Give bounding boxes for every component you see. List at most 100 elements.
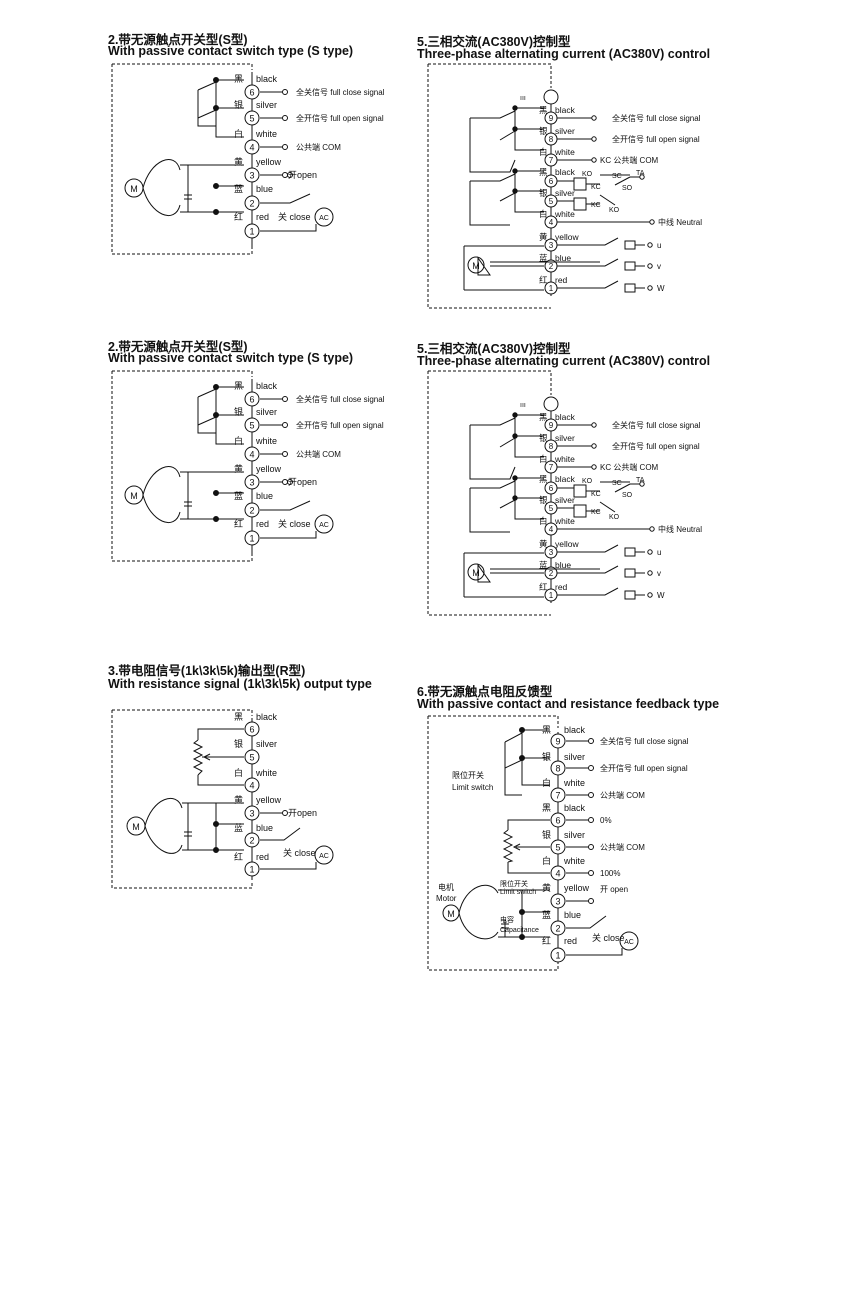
svg-text:关 close: 关 close [283,847,316,858]
terminal-4: 4 [244,139,260,155]
svg-text:5: 5 [549,197,554,206]
svg-text:红: 红 [234,211,243,222]
ac-source-icon [314,514,334,534]
svg-text:silver: silver [256,100,277,110]
svg-text:4: 4 [249,143,254,153]
terminal-top [543,89,559,105]
svg-text:红: 红 [542,935,551,946]
svg-text:Motor: Motor [436,894,457,903]
svg-text:黑: 黑 [542,725,551,735]
svg-text:红: 红 [539,582,548,592]
svg-text:red: red [256,519,269,529]
svg-text:AC: AC [624,939,634,946]
svg-text:全开信号 full open signal: 全开信号 full open signal [612,441,700,451]
svg-text:yellow: yellow [555,539,579,549]
svg-text:yellow: yellow [555,232,579,242]
svg-text:5: 5 [249,114,254,124]
svg-text:全关信号 full close signal: 全关信号 full close signal [612,420,701,430]
svg-text:白: 白 [539,147,548,157]
svg-text:silver: silver [564,830,585,840]
svg-text:M: M [472,261,480,271]
svg-text:黑: 黑 [234,712,243,722]
svg-text:6: 6 [249,395,254,405]
svg-text:全开信号 full open signal: 全开信号 full open signal [296,113,384,123]
svg-text:yellow: yellow [256,795,282,805]
svg-text:蓝: 蓝 [234,490,243,501]
svg-text:开 open: 开 open [600,885,628,894]
dashed-enclosure [111,63,253,255]
svg-text:黑: 黑 [539,412,548,422]
svg-text:电容: 电容 [500,915,514,924]
svg-text:5: 5 [555,843,560,853]
svg-text:7: 7 [549,463,554,472]
svg-text:蓝: 蓝 [539,560,548,570]
svg-text:2: 2 [249,199,254,209]
svg-text:white: white [563,778,585,788]
svg-text:SO: SO [622,185,633,192]
svg-text:yellow: yellow [256,464,282,474]
svg-text:6: 6 [249,88,254,98]
svg-text:black: black [555,167,576,177]
svg-text:3: 3 [555,897,560,907]
terminal-8: 8 [544,132,558,146]
svg-text:银: 银 [234,99,243,110]
terminal-4: 4 [550,865,566,881]
svg-text:黄: 黄 [234,156,243,167]
terminal-9: 9 [550,733,566,749]
svg-text:silver: silver [256,407,277,417]
svg-text:银: 银 [542,829,551,840]
svg-text:M: M [130,184,138,194]
f-title-cn: 6.带无源触点电阻反馈型 [417,685,553,699]
svg-text:6: 6 [249,725,254,735]
motor-icon [467,563,485,581]
svg-text:SC: SC [612,480,622,487]
svg-text:9: 9 [549,421,554,430]
svg-text:白: 白 [234,767,243,778]
svg-text:全关信号 full close signal: 全关信号 full close signal [296,87,385,97]
svg-text:黄: 黄 [234,794,243,805]
ac-source-icon [314,845,334,865]
terminal-1: 1 [244,861,260,877]
svg-text:SO: SO [622,492,633,499]
svg-text:SC: SC [612,173,622,180]
svg-text:red: red [256,852,269,862]
svg-text:KC: KC [591,184,601,191]
svg-text:6: 6 [549,484,554,493]
svg-text:黑: 黑 [234,381,243,391]
svg-text:公共端 COM: 公共端 COM [600,790,645,800]
svg-text:2: 2 [249,836,254,846]
svg-text:黑: 黑 [539,167,548,177]
svg-text:蓝: 蓝 [234,183,243,194]
svg-text:4: 4 [555,869,560,879]
svg-text:白: 白 [234,435,243,446]
svg-text:AC: AC [319,853,329,860]
svg-text:开open: 开open [288,170,317,180]
svg-text:Limit switch: Limit switch [452,783,493,792]
svg-text:限位开关: 限位开关 [500,879,528,888]
svg-text:红: 红 [234,518,243,529]
svg-text:3: 3 [549,241,554,250]
svg-text:KO: KO [609,514,620,521]
svg-text:red: red [555,275,568,285]
svg-text:silver: silver [256,739,277,749]
terminal-2: 2 [244,502,260,518]
svg-text:black: black [564,725,586,735]
a2-title-en: Three-phase alternating current (AC380V)… [417,354,711,368]
svg-text:u: u [657,548,661,557]
terminal-2: 2 [244,832,260,848]
svg-text:蓝: 蓝 [542,909,551,920]
svg-text:silver: silver [564,752,585,762]
svg-text:黄: 黄 [539,539,548,549]
svg-text:白: 白 [539,209,548,219]
svg-text:5: 5 [549,504,554,513]
terminal-5: 5 [244,749,260,765]
svg-text:KO: KO [582,478,593,485]
svg-text:TA: TA [636,477,645,484]
svg-text:silver: silver [555,495,575,505]
svg-text:3: 3 [549,548,554,557]
svg-text:黄: 黄 [234,463,243,474]
terminal-7: 7 [544,460,558,474]
svg-text:9: 9 [549,114,554,123]
a1-title-en: Three-phase alternating current (AC380V)… [417,47,711,61]
svg-text:白: 白 [542,777,551,788]
